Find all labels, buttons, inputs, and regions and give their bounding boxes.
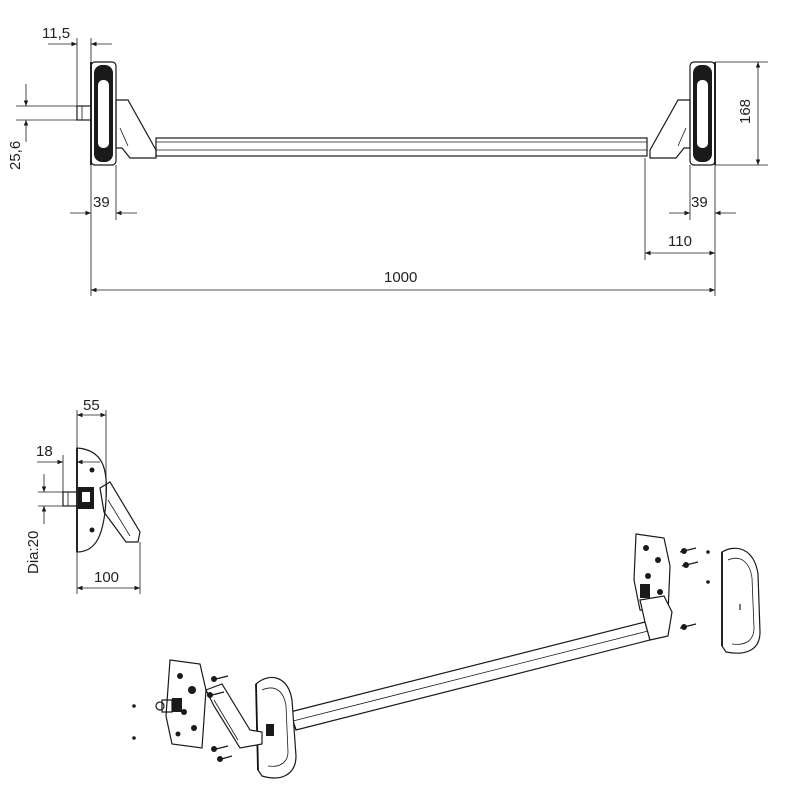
dim-11-5: 11,5 [42,25,112,106]
dim-110-label: 110 [668,233,692,250]
dim-39-left: 39 [70,165,137,220]
dim-25-6-label: 25,6 [7,141,24,170]
dim-1000-label: 1000 [384,269,417,286]
dim-25-6: 25,6 [7,84,77,170]
horizontal-bar [155,137,648,157]
dim-18: 18 [36,443,100,492]
left-end-housing [90,61,117,166]
side-view: 55 18 Dia:20 100 [25,397,141,594]
exploded-perspective-view [132,533,761,779]
perspective-right-lever [639,595,673,641]
perspective-left-mechanism [155,659,207,749]
perspective-right-screws [679,547,710,630]
dim-11-5-label: 11,5 [42,25,70,42]
dim-39-right-label: 39 [691,194,708,211]
dim-dia20: Dia:20 [25,474,63,574]
perspective-left-end-cap [255,676,297,779]
side-cover-profile [76,447,108,553]
perspective-left-screws [132,675,233,762]
dim-55-label: 55 [83,397,100,414]
dim-110: 110 [644,158,715,260]
perspective-left-lever [205,683,263,749]
top-elevation-view: 11,5 25,6 39 39 [7,25,768,296]
dim-18-label: 18 [36,443,53,460]
side-push-lever [99,481,141,543]
dim-168: 168 [715,61,768,166]
side-screw-top [89,467,95,473]
side-latch [78,487,94,509]
dim-100: 100 [76,542,141,594]
dim-39-left-label: 39 [93,194,110,211]
dim-55: 55 [76,397,107,500]
right-lever [649,99,691,159]
left-lever [115,99,157,159]
dim-1000: 1000 [90,220,716,296]
perspective-push-bar [289,621,651,731]
perspective-right-end-cap [721,547,761,654]
dim-168-label: 168 [737,99,754,124]
left-spindle [76,105,92,121]
side-spindle [62,491,78,507]
right-end-housing [689,61,716,166]
dim-100-label: 100 [94,569,119,586]
dim-39-right: 39 [669,165,736,258]
side-screw-bottom [89,527,95,533]
dim-dia20-label: Dia:20 [25,531,42,574]
